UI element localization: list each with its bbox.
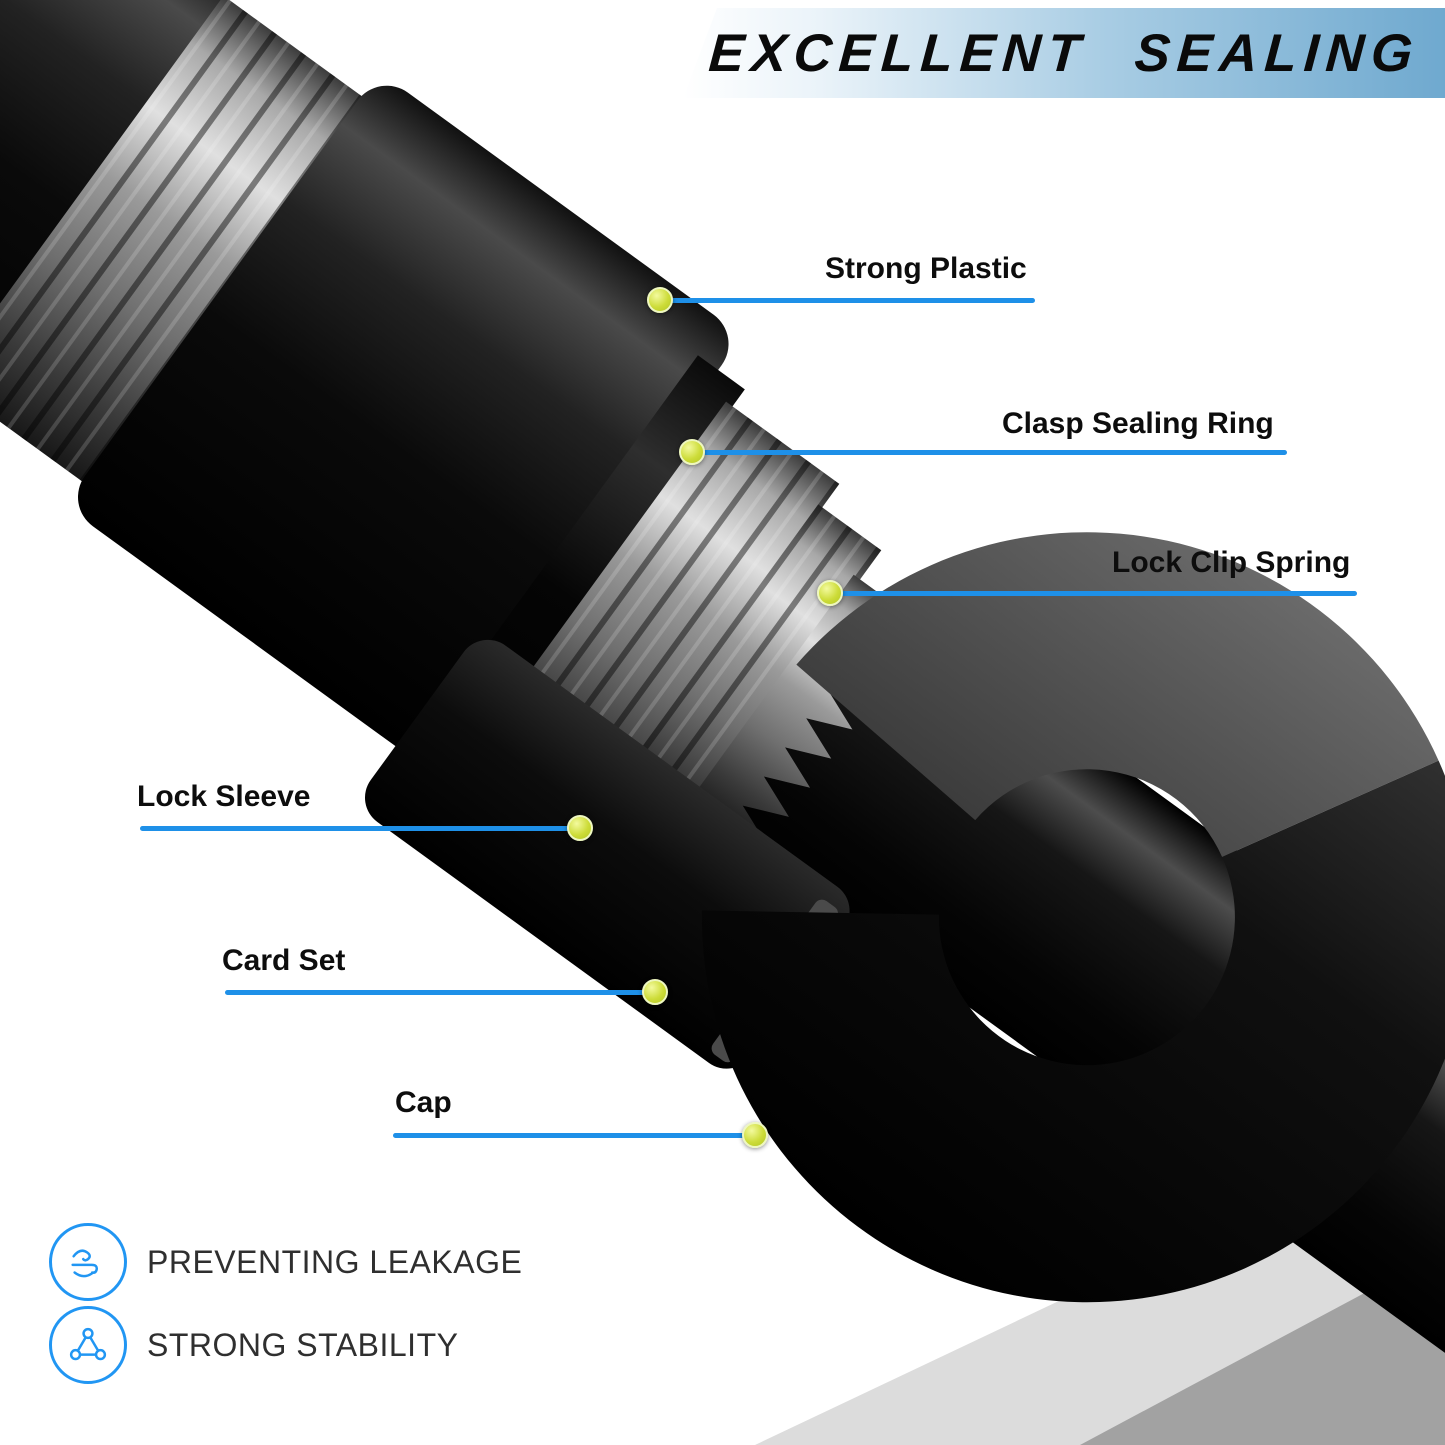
callout-dot-lock-clip-spring (817, 580, 843, 606)
strong-plastic-body (77, 85, 729, 756)
callout-dot-strong-plastic (647, 287, 673, 313)
title-banner: EXCELLENT SEALING (683, 8, 1445, 98)
callout-label-clasp-sealing-ring: Clasp Sealing Ring (1002, 407, 1274, 440)
callout-label-lock-sleeve: Lock Sleeve (137, 780, 311, 813)
callout-line-clasp-sealing-ring (692, 450, 1287, 455)
stability-triangle-icon (49, 1306, 127, 1384)
callout-label-cap: Cap (395, 1086, 452, 1119)
page-title: EXCELLENT SEALING (706, 23, 1422, 83)
cap-cut-face (796, 532, 1439, 857)
callout-dot-clasp-sealing-ring (679, 439, 705, 465)
floor-surface-dark (1080, 1250, 1445, 1445)
callout-line-lock-sleeve (140, 826, 580, 831)
callout-line-cap (393, 1133, 755, 1138)
callout-label-strong-plastic: Strong Plastic (825, 252, 1027, 285)
sealing-ring-step-grooves (611, 504, 882, 836)
callout-line-strong-plastic (660, 298, 1035, 303)
callout-dot-card-set (642, 979, 668, 1005)
cap-body (701, 760, 1445, 1303)
feature-preventing-leakage: PREVENTING LEAKAGE (49, 1223, 522, 1301)
callout-line-lock-clip-spring (830, 591, 1357, 596)
feature-strong-stability: STRONG STABILITY (49, 1306, 458, 1384)
callout-dot-lock-sleeve (567, 815, 593, 841)
air-leak-icon (49, 1223, 127, 1301)
rear-sealing-rings-grooves (0, 0, 443, 540)
callout-line-card-set (225, 990, 655, 995)
feature-label: PREVENTING LEAKAGE (147, 1243, 523, 1280)
callout-dot-cap (742, 1122, 768, 1148)
callout-label-card-set: Card Set (222, 944, 346, 977)
feature-label: STRONG STABILITY (147, 1326, 459, 1363)
callout-label-lock-clip-spring: Lock Clip Spring (1112, 546, 1351, 579)
